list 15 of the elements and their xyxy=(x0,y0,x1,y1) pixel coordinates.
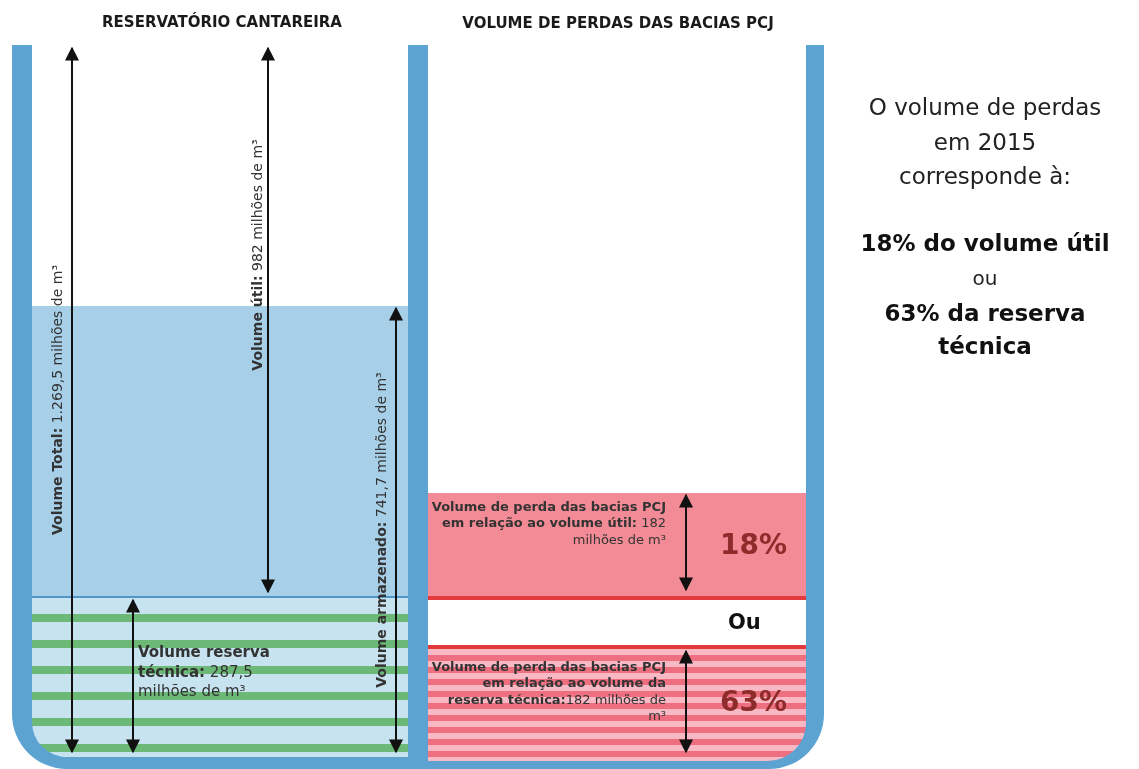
band-description: Volume de perda das bacias PCJ em relação ao volume da reserva técnica:182 milhões de m³ xyxy=(430,659,666,724)
percentage: 18% xyxy=(720,528,788,561)
dimension-label: Volume Total: 1.269,5 milhões de m³ xyxy=(49,265,65,535)
summary-text: ou xyxy=(971,265,999,292)
band-description: Volume de perda das bacias PCJ em relação ao volume útil: 182 milhões de m³ xyxy=(430,499,666,548)
striped-loss-band xyxy=(428,645,806,761)
tank-heading: VOLUME DE PERDAS DAS BACIAS PCJ xyxy=(461,13,775,34)
separator-word: Ou xyxy=(728,610,761,634)
summary-highlight: 18% do volume útil xyxy=(859,229,1111,258)
summary-highlight: 63% da reserva técnica xyxy=(883,299,1087,362)
tank-heading: RESERVATÓRIO CANTAREIRA xyxy=(101,13,343,31)
dimension-label: Volume armazenado: 741,7 milhões de m³ xyxy=(373,372,389,688)
summary-text: O volume de perdas em 2015 corresponde à: xyxy=(867,93,1103,191)
dimension-label: Volume útil: 982 milhões de m³ xyxy=(249,139,265,371)
loss-band xyxy=(428,493,806,600)
